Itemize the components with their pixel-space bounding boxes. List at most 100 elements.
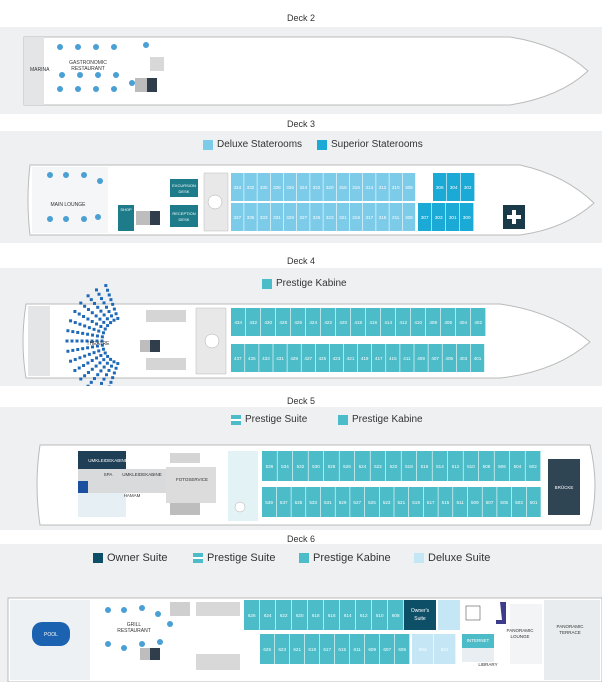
cabin-427[interactable]	[301, 344, 316, 372]
cabin-610[interactable]	[372, 600, 388, 630]
cabin-434[interactable]	[231, 308, 246, 336]
cabin-433[interactable]	[259, 344, 273, 372]
cabin-625[interactable]	[260, 634, 275, 664]
cabin-325[interactable]	[310, 203, 323, 231]
cabin-335[interactable]	[244, 203, 257, 231]
cabin-309[interactable]	[402, 203, 416, 231]
cabin-415[interactable]	[386, 344, 400, 372]
cabin-535[interactable]	[291, 487, 306, 517]
cabin-432[interactable]	[246, 308, 261, 336]
cabin-624[interactable]	[260, 600, 276, 630]
cabin-319[interactable]	[349, 203, 363, 231]
cabin-533[interactable]	[306, 487, 321, 517]
cabin-431[interactable]	[273, 344, 287, 372]
cabin-406[interactable]	[441, 308, 456, 336]
cabin-315[interactable]	[376, 203, 389, 231]
cabin-304[interactable]	[447, 173, 461, 201]
cabin-300[interactable]	[460, 203, 474, 231]
cabin-516[interactable]	[417, 451, 432, 481]
cabin-512[interactable]	[448, 451, 463, 481]
cabin-318[interactable]	[336, 173, 350, 201]
cabin-332[interactable]	[244, 173, 257, 201]
cabin-536[interactable]	[262, 451, 277, 481]
cabin-420[interactable]	[336, 308, 351, 336]
cabin-502[interactable]	[525, 451, 541, 481]
cabin-530[interactable]	[308, 451, 324, 481]
cabin-429[interactable]	[287, 344, 301, 372]
cabin-416[interactable]	[366, 308, 381, 336]
cabin-320[interactable]	[323, 173, 336, 201]
cabin-301[interactable]	[446, 203, 460, 231]
cabin-510[interactable]	[463, 451, 479, 481]
cabin-314[interactable]	[363, 173, 376, 201]
cabin-614[interactable]	[340, 600, 356, 630]
cabin-520[interactable]	[386, 451, 401, 481]
cabin-426[interactable]	[291, 308, 306, 336]
cabin-609[interactable]	[365, 634, 380, 664]
cabin-517[interactable]	[423, 487, 438, 517]
cabin-402[interactable]	[471, 308, 486, 336]
cabin-507[interactable]	[482, 487, 497, 517]
cabin-506[interactable]	[494, 451, 510, 481]
cabin-523[interactable]	[379, 487, 394, 517]
cabin-408[interactable]	[426, 308, 441, 336]
cabin-423[interactable]	[329, 344, 344, 372]
cabin-519[interactable]	[409, 487, 424, 517]
cabin-532[interactable]	[293, 451, 308, 481]
cabin-514[interactable]	[432, 451, 448, 481]
cabin-524[interactable]	[355, 451, 370, 481]
cabin-331[interactable]	[270, 203, 284, 231]
cabin-324[interactable]	[297, 173, 310, 201]
cabin-607[interactable]	[380, 634, 395, 664]
cabin-317[interactable]	[363, 203, 376, 231]
cabin-428[interactable]	[276, 308, 291, 336]
cabin-539[interactable]	[262, 487, 277, 517]
cabin-421[interactable]	[343, 344, 358, 372]
cabin-528[interactable]	[324, 451, 339, 481]
cabin-326[interactable]	[283, 173, 297, 201]
cabin-503[interactable]	[511, 487, 526, 517]
cabin-616[interactable]	[324, 600, 340, 630]
cabin-527[interactable]	[350, 487, 365, 517]
cabin-501[interactable]	[526, 487, 541, 517]
cabin-401[interactable]	[470, 344, 485, 372]
cabin-425[interactable]	[315, 344, 330, 372]
cabin-529[interactable]	[335, 487, 350, 517]
cabin-534[interactable]	[277, 451, 293, 481]
cabin-623[interactable]	[275, 634, 290, 664]
cabin-311[interactable]	[389, 203, 402, 231]
cabin-626[interactable]	[244, 600, 260, 630]
cabin-323[interactable]	[323, 203, 336, 231]
cabin-621[interactable]	[290, 634, 305, 664]
cabin-618[interactable]	[308, 600, 324, 630]
cabin-419[interactable]	[357, 344, 372, 372]
cabin-603[interactable]	[412, 634, 434, 664]
cabin-418[interactable]	[351, 308, 366, 336]
cabin-409[interactable]	[414, 344, 428, 372]
cabin-515[interactable]	[438, 487, 453, 517]
cabin-306[interactable]	[433, 173, 447, 201]
cabin-404[interactable]	[456, 308, 471, 336]
cabin-531[interactable]	[320, 487, 335, 517]
cabin-329[interactable]	[283, 203, 297, 231]
cabin-316[interactable]	[349, 173, 363, 201]
cabin-617[interactable]	[320, 634, 335, 664]
cabin-407[interactable]	[428, 344, 442, 372]
cabin-424[interactable]	[306, 308, 321, 336]
cabin-403[interactable]	[456, 344, 471, 372]
cabin-330[interactable]	[257, 173, 270, 201]
cabin-322[interactable]	[310, 173, 323, 201]
cabin-337[interactable]	[231, 203, 244, 231]
cabin-302[interactable]	[461, 173, 475, 201]
cabin-417[interactable]	[372, 344, 386, 372]
cabin-601[interactable]	[434, 634, 456, 664]
cabin-308[interactable]	[402, 173, 416, 201]
cabin-435[interactable]	[245, 344, 259, 372]
cabin-511[interactable]	[453, 487, 468, 517]
cabin-303[interactable]	[432, 203, 446, 231]
cabin-327[interactable]	[297, 203, 310, 231]
cabin-505[interactable]	[497, 487, 512, 517]
cabin-537[interactable]	[276, 487, 291, 517]
cabin-509[interactable]	[467, 487, 482, 517]
cabin-321[interactable]	[336, 203, 350, 231]
